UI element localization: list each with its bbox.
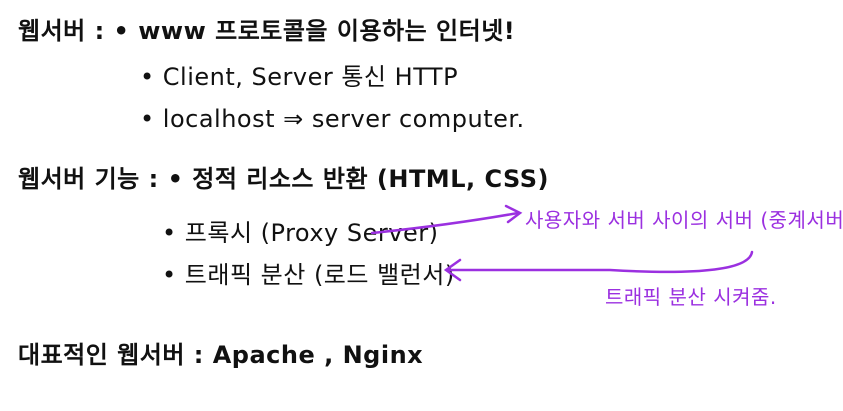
webserver-definition-line: 웹서버 : • www 프로토콜을 이용하는 인터넷! bbox=[18, 17, 516, 45]
proxy-annotation: 사용자와 서버 사이의 서버 (중계서버) bbox=[525, 208, 843, 232]
client-server-line: • Client, Server 통신 HTTP bbox=[140, 63, 459, 91]
proxy-line: • 프록시 (Proxy Server) bbox=[162, 219, 439, 247]
localhost-line: • localhost ⇒ server computer. bbox=[140, 105, 525, 133]
traffic-annotation: 트래픽 분산 시켜줌. bbox=[605, 285, 777, 309]
examples-line: 대표적인 웹서버 : Apache , Nginx bbox=[18, 341, 424, 369]
traffic-arrow bbox=[443, 250, 754, 282]
webserver-function-line: 웹서버 기능 : • 정적 리소스 반환 (HTML, CSS) bbox=[18, 165, 549, 193]
traffic-line: • 트래픽 분산 (로드 밸런서) bbox=[162, 261, 455, 289]
